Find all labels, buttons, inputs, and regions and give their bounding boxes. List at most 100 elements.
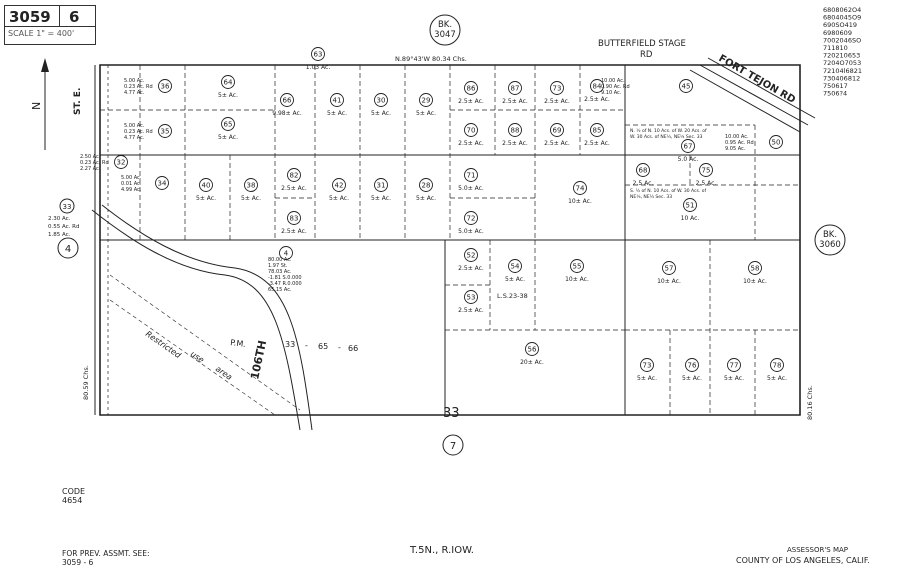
note-s-half: S. ½ of N. 10 Acs. of W. 30 Acs. of [630, 187, 706, 194]
parcel-69[interactable]: 692.5± Ac. [544, 123, 570, 148]
parcel-86[interactable]: 862.5± Ac. [458, 81, 484, 106]
parcel-68[interactable]: 682.5 Ac. [633, 163, 654, 188]
parcel-number: 54 [511, 263, 520, 271]
parcel-64[interactable]: 645± Ac. [218, 75, 238, 100]
bk-3047-line2: 3047 [434, 30, 456, 40]
county-label: COUNTY OF LOS ANGELES, CALIF. [736, 556, 870, 565]
parcel-84[interactable]: 842.5± Ac. [584, 79, 610, 104]
parcel-41[interactable]: 415± Ac. [327, 93, 347, 118]
parcel-area: 0.90 Ac. Rd [601, 84, 630, 90]
parcel-area: 5± Ac. [637, 375, 657, 382]
parcel-number: 73 [553, 85, 562, 93]
document-number: 7002046SO [823, 36, 861, 44]
parcel-35[interactable]: 355.00 Ac.0.23 Ac. Rd4.77 Ac. [124, 123, 172, 141]
document-number: 7204O7053 [823, 59, 861, 67]
parcel-number: 57 [665, 265, 674, 273]
parcel-circle [332, 178, 346, 192]
parcel-area: 78.03 Ac. [268, 269, 292, 275]
prev-assmt-label: FOR PREV. ASSMT. SEE: [62, 549, 150, 558]
pm-label: P.M. [230, 338, 247, 349]
parcel-number: 74 [576, 185, 585, 193]
parcel-30[interactable]: 305± Ac. [371, 93, 391, 118]
parcel-number: 29 [422, 97, 431, 105]
parcel-number: 42 [335, 182, 344, 190]
parcel-38[interactable]: 385± Ac. [241, 178, 261, 203]
parcel-area: 2.5± Ac. [281, 228, 307, 235]
parcel-number: 31 [377, 182, 386, 190]
parcel-88[interactable]: 882.5± Ac. [502, 123, 528, 148]
parcel-circle [419, 178, 433, 192]
parcel-area: 5± Ac. [371, 110, 391, 117]
parcel-area: 80.00 Ac. [268, 257, 292, 263]
parcel-area: 9.05 Ac. [725, 146, 746, 152]
parcel-area: 5± Ac. [682, 375, 702, 382]
use-label: use [189, 349, 206, 365]
parcel-72[interactable]: 725.0± Ac. [458, 211, 484, 236]
parcel-29[interactable]: 29 5± Ac. [416, 93, 436, 118]
parcel-73b[interactable]: 735± Ac. [637, 358, 657, 383]
parcel-area: 4.77 Ac. [124, 135, 145, 141]
parcel-labels: 365.00 Ac.0.23 Ac. Rd4.77 Ac. 355.00 Ac.0… [80, 47, 787, 383]
parcel-53[interactable]: 532.5± Ac. [458, 290, 484, 315]
parcel-42[interactable]: 425± Ac. [329, 178, 349, 203]
parcel-circle [683, 198, 697, 212]
parcel-66[interactable]: 669.98± Ac. [272, 93, 302, 118]
parcel-36[interactable]: 365.00 Ac.0.23 Ac. Rd4.77 Ac. [124, 78, 172, 96]
restricted-area-lines [109, 274, 301, 416]
parcel-77[interactable]: 775± Ac. [724, 358, 744, 383]
parcel-76[interactable]: 765± Ac. [682, 358, 702, 383]
parcel-circle [550, 81, 564, 95]
parcel-34[interactable]: 345.00 Ac.0.01 Ac.4.99 Ac. [121, 175, 169, 193]
parcel-area: 10± Ac. [565, 276, 589, 283]
parcel-82[interactable]: 822.5± Ac. [281, 168, 307, 193]
parcel-number: 67 [684, 143, 693, 151]
parcel-circle [550, 123, 564, 137]
road-106th [91, 204, 313, 431]
parcel-number: 36 [161, 83, 170, 91]
parcel-circle [374, 93, 388, 107]
parcel-number: 72 [467, 215, 476, 223]
left-chains: 80.59 Chs. [82, 365, 90, 400]
township-label: T.5N., R.IOW. [410, 545, 474, 556]
parcel-area: 5± Ac. [196, 195, 216, 202]
parcel-73[interactable]: 732.5± Ac. [544, 81, 570, 106]
parcel-area: 5± Ac. [416, 110, 436, 117]
parcel-75[interactable]: 752.5 Ac. [696, 163, 717, 188]
parcel-70[interactable]: 702.5± Ac. [458, 123, 484, 148]
parcel-85[interactable]: 852.5± Ac. [584, 123, 610, 148]
parcel-28[interactable]: 285± Ac. [416, 178, 436, 203]
parcel-31[interactable]: 315± Ac. [371, 178, 391, 203]
area-label: area [214, 364, 234, 382]
parcel-number: 66 [283, 97, 292, 105]
parcel-4[interactable]: 480.00 Ac.1.97 St.78.03 Ac.-1.81 S.0.000… [268, 246, 302, 294]
pm-dash-2: - [338, 343, 341, 352]
parcel-circle [769, 135, 783, 149]
document-number: 730406812 [823, 74, 860, 82]
parcel-52[interactable]: 522.5± Ac. [458, 248, 484, 273]
code-value: 4654 [62, 496, 83, 505]
parcel-87[interactable]: 872.5± Ac. [502, 81, 528, 106]
parcel-78[interactable]: 785± Ac. [767, 358, 787, 383]
svg-text:BK.: BK. [823, 230, 837, 240]
parcel-67[interactable]: 675.0 Ac. [678, 139, 699, 164]
parcel-circle [158, 124, 172, 138]
parcel-65[interactable]: 655± Ac. [218, 117, 238, 142]
parcel-54[interactable]: 545± Ac. [505, 259, 525, 284]
parcel-number: 85 [593, 127, 602, 135]
parcel-63[interactable]: 631.03 Ac. [306, 47, 331, 72]
parcel-83[interactable]: 832.5± Ac. [281, 211, 307, 236]
parcel-circle [419, 93, 433, 107]
parcel-area: 2.5 Ac. [633, 180, 654, 187]
parcel-71[interactable]: 715.0± Ac. [458, 168, 484, 193]
parcel-32[interactable]: 322.50 Ac.0.23 Ac. Rd2.27 Ac. [80, 154, 128, 172]
parcel-40[interactable]: 405± Ac. [196, 178, 216, 203]
